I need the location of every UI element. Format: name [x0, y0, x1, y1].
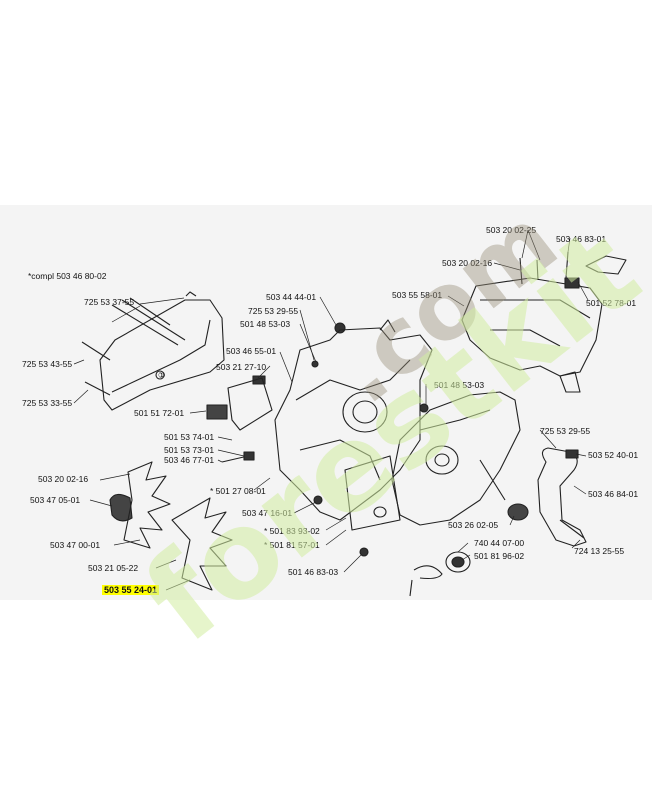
label-part: 501 48 53-03	[434, 380, 485, 390]
label-part: 725 53 29-55	[248, 306, 299, 316]
diagram-panel	[0, 205, 652, 600]
label-part: 501 48 53-03	[240, 319, 291, 329]
tank-housing	[461, 251, 627, 393]
housing-half	[391, 391, 521, 526]
label-part: 503 20 02-25	[486, 225, 537, 235]
label-compl-kit: *compl 503 46 80-02	[28, 271, 107, 281]
label-part: 503 20 02-16	[38, 474, 89, 484]
label-part: 503 52 40-01	[588, 450, 639, 460]
label-part: 724 13 25-55	[574, 546, 625, 556]
starter-pulley	[409, 503, 529, 597]
label-part: * 501 83 93-02	[264, 526, 320, 536]
label-part: 503 47 16-01	[242, 508, 293, 518]
label-part: 503 55 58-01	[392, 290, 443, 300]
label-part: 725 53 29-55	[540, 426, 591, 436]
label-part: 503 47 05-01	[30, 495, 81, 505]
label-part: 501 53 74-01	[164, 432, 215, 442]
leader-lines	[73, 229, 589, 591]
label-part: 503 47 00-01	[50, 540, 101, 550]
label-part: * 501 27 08-01	[210, 486, 266, 496]
label-part: 503 46 77-01	[164, 455, 215, 465]
label-part: 503 46 55-01	[226, 346, 277, 356]
label-part: 501 53 73-01	[164, 445, 215, 455]
side-handle	[537, 447, 587, 547]
label-highlighted-part[interactable]: 503 55 24-01	[102, 585, 160, 595]
label-part: 501 51 72-01	[134, 408, 185, 418]
bumper-spikes	[123, 461, 233, 591]
label-part: 503 20 02-16	[442, 258, 493, 268]
label-part: 503 21 05-22	[88, 563, 139, 573]
label-part: * 501 81 57-01	[264, 540, 320, 550]
label-part: 503 44 44-01	[266, 292, 317, 302]
label-part: 503 26 02-05	[448, 520, 499, 530]
label-circled-mark: ①	[158, 370, 166, 380]
label-part: 503 46 83-01	[556, 234, 607, 244]
label-part: 503 46 84-01	[588, 489, 639, 499]
label-part: 501 52 78-01	[586, 298, 637, 308]
crankcase	[274, 319, 433, 531]
label-part: 725 53 37-55	[84, 297, 135, 307]
damper-parts	[109, 322, 429, 557]
label-part: 501 46 83-03	[288, 567, 339, 577]
label-part: 503 21 27-10	[216, 362, 267, 372]
label-part: 501 81 96-02	[474, 551, 525, 561]
label-part: 740 44 07-00	[474, 538, 525, 548]
cover-plate	[81, 291, 225, 411]
label-part: 725 53 33-55	[22, 398, 73, 408]
label-part: 725 53 43-55	[22, 359, 73, 369]
